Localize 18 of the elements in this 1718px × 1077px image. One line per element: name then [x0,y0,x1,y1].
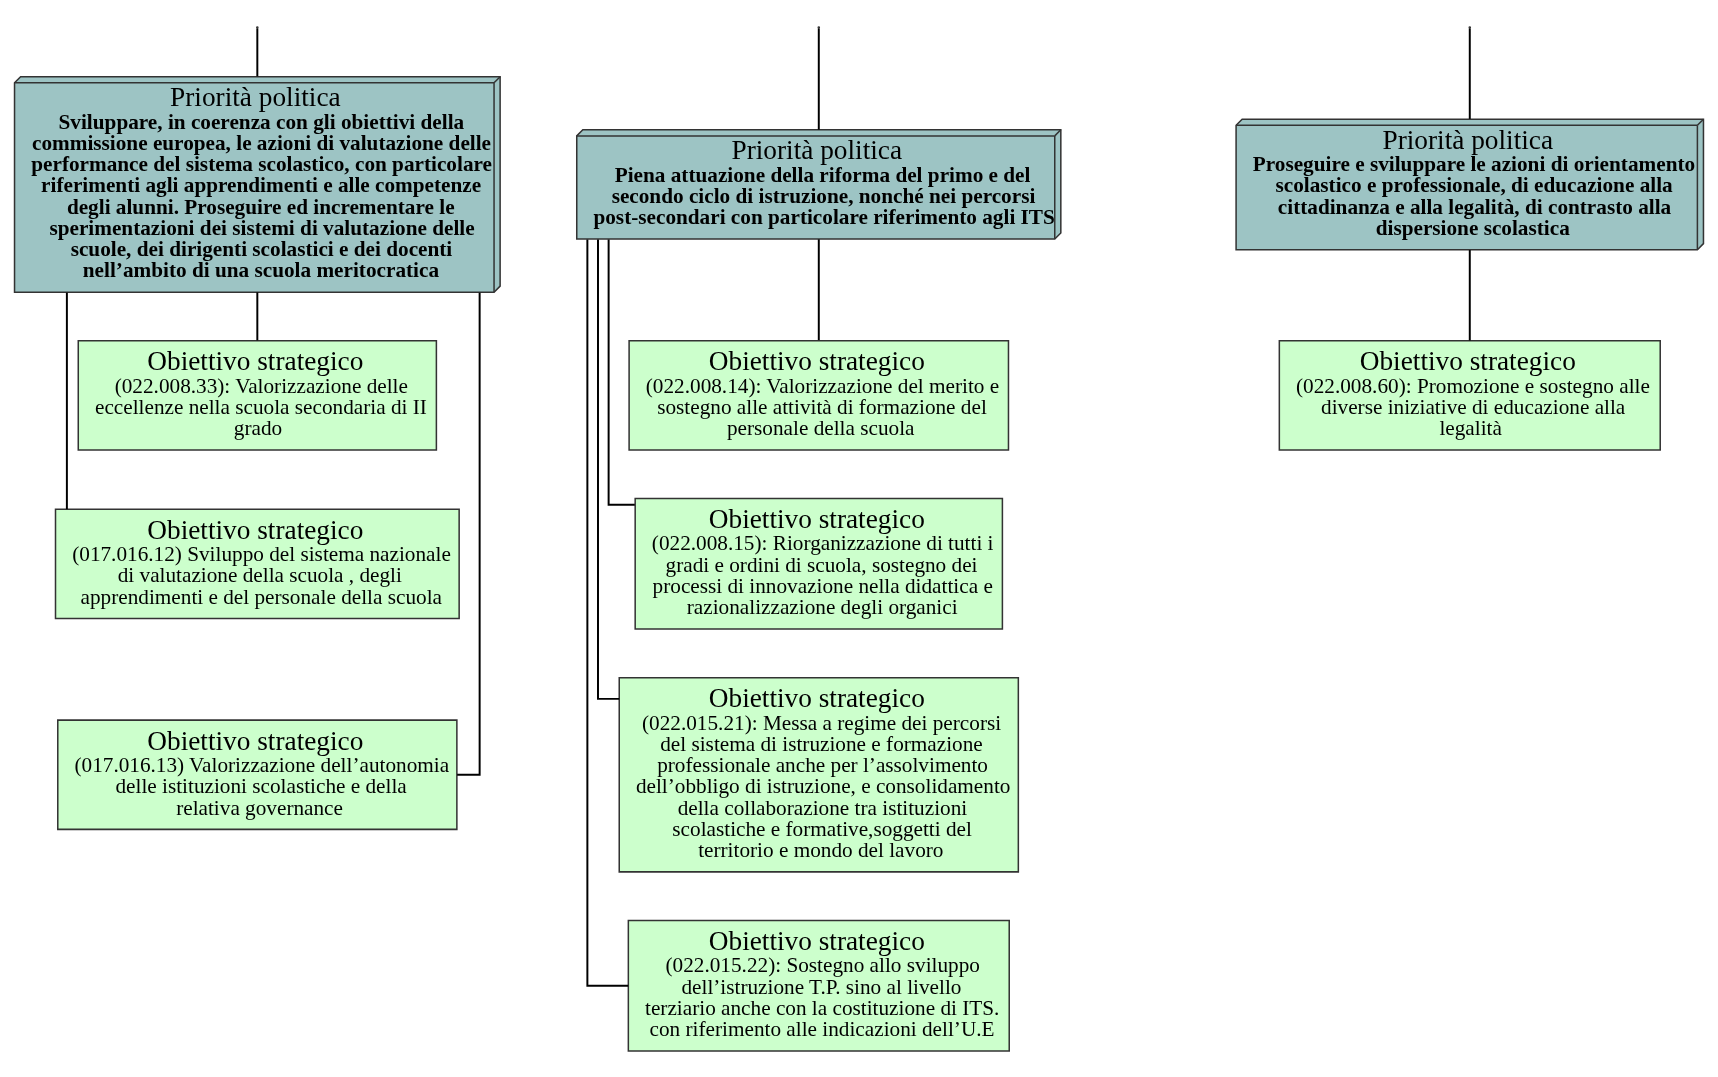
connector [1468,27,1471,120]
connector [817,27,820,131]
connector [256,27,259,77]
connector [597,238,621,700]
connector [65,291,68,510]
node-box: Obiettivo strategico (022.015.21): Messa a regime dei percorsi del sistema di istruzione e formazione professionale anche per l’assolvimento dell’obbligo di istruzione, e consolidamento della collaborazione tra istituzioni scolastiche e formative,soggetti del territorio e mondo del lavoro [618,676,1020,873]
node-box: Obiettivo strategico (022.008.14): Valorizzazione del merito e sostegno alle attività di formazione del personale della scuola [628,339,1010,451]
node-box: Obiettivo strategico (022.008.60): Promozione e sostegno alle diverse iniziative di educazione alla legalità [1278,339,1661,451]
node-box: Obiettivo strategico (022.008.33): Valorizzazione delle eccellenze nella scuola secondaria di II grado [77,339,438,451]
connector [607,238,636,506]
node-box: Obiettivo strategico (017.016.13) Valorizzazione dell’autonomia delle istituzioni scolastiche e della relativa governance [57,718,458,830]
node-box: Obiettivo strategico (017.016.12) Sviluppo del sistema nazionale di valutazione della scuola , degli apprendimenti e del personale della scuola [54,507,460,619]
connector [1468,248,1471,341]
node-box: Obiettivo strategico (022.008.15): Riorganizzazione di tutti i gradi e ordini di scuola, sostegno dei processi di innovazione nella didattica e razionalizzazione degli organici [634,497,1004,630]
connector [256,290,259,341]
connector [817,237,820,341]
node-box: Obiettivo strategico (022.015.22): Sostegno allo sviluppo dell’istruzione T.P. sino al livello terziario anche con la costituzione di ITS. con riferimento alle indicazioni dell’U.E [627,919,1010,1052]
connector [586,238,630,987]
